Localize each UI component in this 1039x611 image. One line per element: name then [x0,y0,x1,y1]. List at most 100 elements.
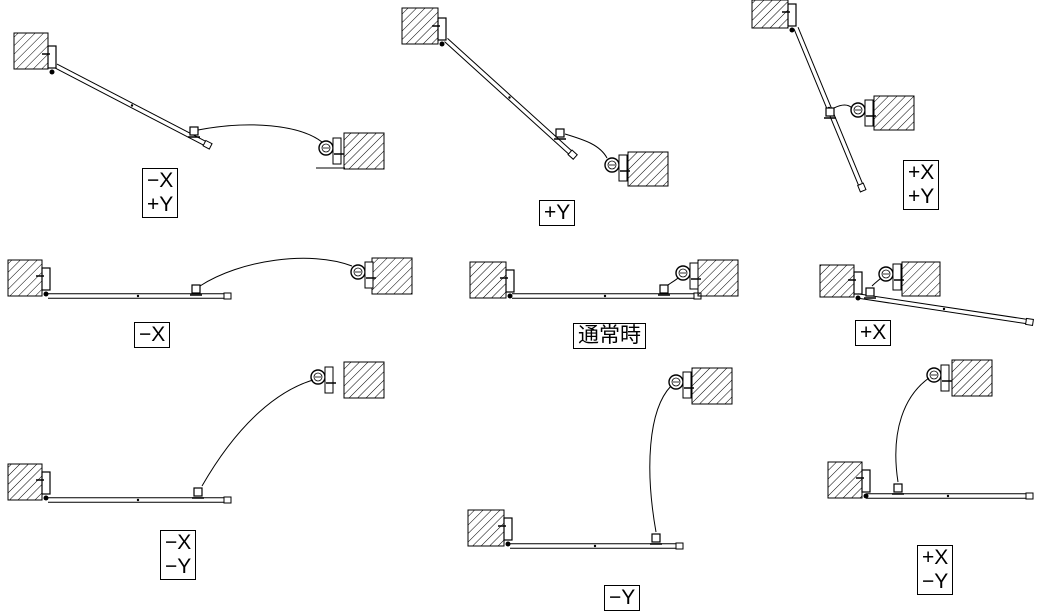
reel-p1-bracket [332,137,342,165]
mount-left-p3 [787,3,797,27]
mount-left-p5-pin [507,293,513,299]
reel-p4-bracket [364,261,374,289]
mount-left-p9 [861,469,871,493]
label-neg-x-pos-y: −X +Y [142,168,179,218]
reel-p9-inner [929,370,939,380]
reel-p2-inner [607,160,617,170]
clamp-p5 [659,284,669,294]
cable-p6 [871,277,882,287]
arm-p1-joint [130,104,134,107]
arm-p3-bottom [797,26,865,188]
reel-p2-bracket [618,154,628,182]
arm-p6-joint [942,307,946,311]
label-pos-x-pos-y: +X +Y [903,160,940,210]
mount-left-p3-pin [789,27,795,33]
arm-p4-end [223,292,232,300]
mount-left-p7 [41,471,51,495]
wall-left-p7 [7,463,43,501]
mount-left-p5 [505,269,515,293]
label-normal: 通常時 [573,323,646,349]
mount-left-p9-pin [863,493,869,499]
arm-p6-top [857,297,1030,325]
arm-p2-joint [508,96,511,99]
clamp-p3 [825,107,835,117]
mount-left-p2-pin [439,41,445,47]
reel-p6-inner [881,269,891,279]
wall-left-p8 [467,509,505,547]
cable-p9 [895,377,930,483]
wall-right-p5 [697,259,739,297]
arm-p1-end [202,139,213,150]
cable-p8 [649,385,672,533]
arm-p2-top [444,41,572,158]
arm-p1-top [54,67,208,148]
label-neg-y: −Y [604,585,641,611]
wall-right-p6 [901,261,941,297]
clamp-p8 [651,533,661,543]
wall-left-p3 [751,0,789,29]
clamp-p9 [893,483,903,493]
wall-right-p4 [371,257,413,295]
reel-p4-inner [353,267,363,277]
cable-p2 [564,133,608,159]
clamp-p2 [555,128,565,138]
mount-left-p1 [47,45,57,69]
label-neg-x: −X [134,322,171,348]
arm-p7-joint [136,498,140,502]
arm-p6-bottom [858,293,1031,321]
label-neg-x-neg-y: −X −Y [160,530,197,580]
wall-right-p1 [343,132,385,170]
arm-p2-bottom [447,37,575,154]
reel-p9-bracket [940,364,950,392]
wall-left-p5 [469,261,507,299]
arm-p3-end [857,182,867,193]
arm-p4-joint [136,294,140,298]
label-pos-x: +X [855,320,892,346]
mount-left-p2 [437,17,447,41]
cable-p5 [667,277,679,286]
cable-p4 [199,257,353,287]
mount-left-p8-pin [505,541,511,547]
arm-p5-joint [603,294,607,298]
reel-p8-bracket [682,371,692,399]
clamp-p7 [193,487,203,497]
mount-left-p1-pin [49,69,55,75]
wall-left-p6 [819,264,855,298]
arm-p9-end [1025,492,1034,500]
reel-p6-bracket [892,263,902,291]
arm-p6-end [1025,317,1034,326]
mount-left-p6 [853,271,863,295]
cable-p3 [833,104,853,109]
reel-p8-inner [671,377,681,387]
wall-right-p9 [951,359,993,397]
cable-p1 [197,124,323,143]
arm-p8-joint [593,544,597,548]
clamp-p6 [865,287,875,297]
wall-right-p3 [873,95,915,131]
mount-left-p7-pin [43,495,49,501]
clamp-p1 [189,126,199,136]
label-pos-x-neg-y: +X −Y [917,545,954,595]
reel-p7-bracket [324,366,334,394]
cable-p7 [201,379,314,487]
mount-left-p8 [503,517,513,541]
mount-left-p4-pin [43,291,49,297]
arm-p7-end [223,496,232,504]
reel-p3-inner [853,105,863,115]
clamp-p4 [191,284,201,294]
wall-left-p1 [13,32,49,70]
reel-p5-bracket [689,262,699,290]
wall-left-p9 [827,461,863,499]
arm-p2-end [567,149,578,160]
arm-p9-joint [946,494,950,498]
wall-right-p8 [691,367,733,405]
wall-right-p2 [627,151,669,187]
wall-left-p4 [7,259,43,297]
label-pos-y: +Y [539,200,576,226]
arm-p8-end [675,542,684,550]
wall-right-p7 [343,361,385,399]
reel-p7-inner [313,372,323,382]
reel-p1-inner [321,143,331,153]
reel-p5-inner [678,268,688,278]
